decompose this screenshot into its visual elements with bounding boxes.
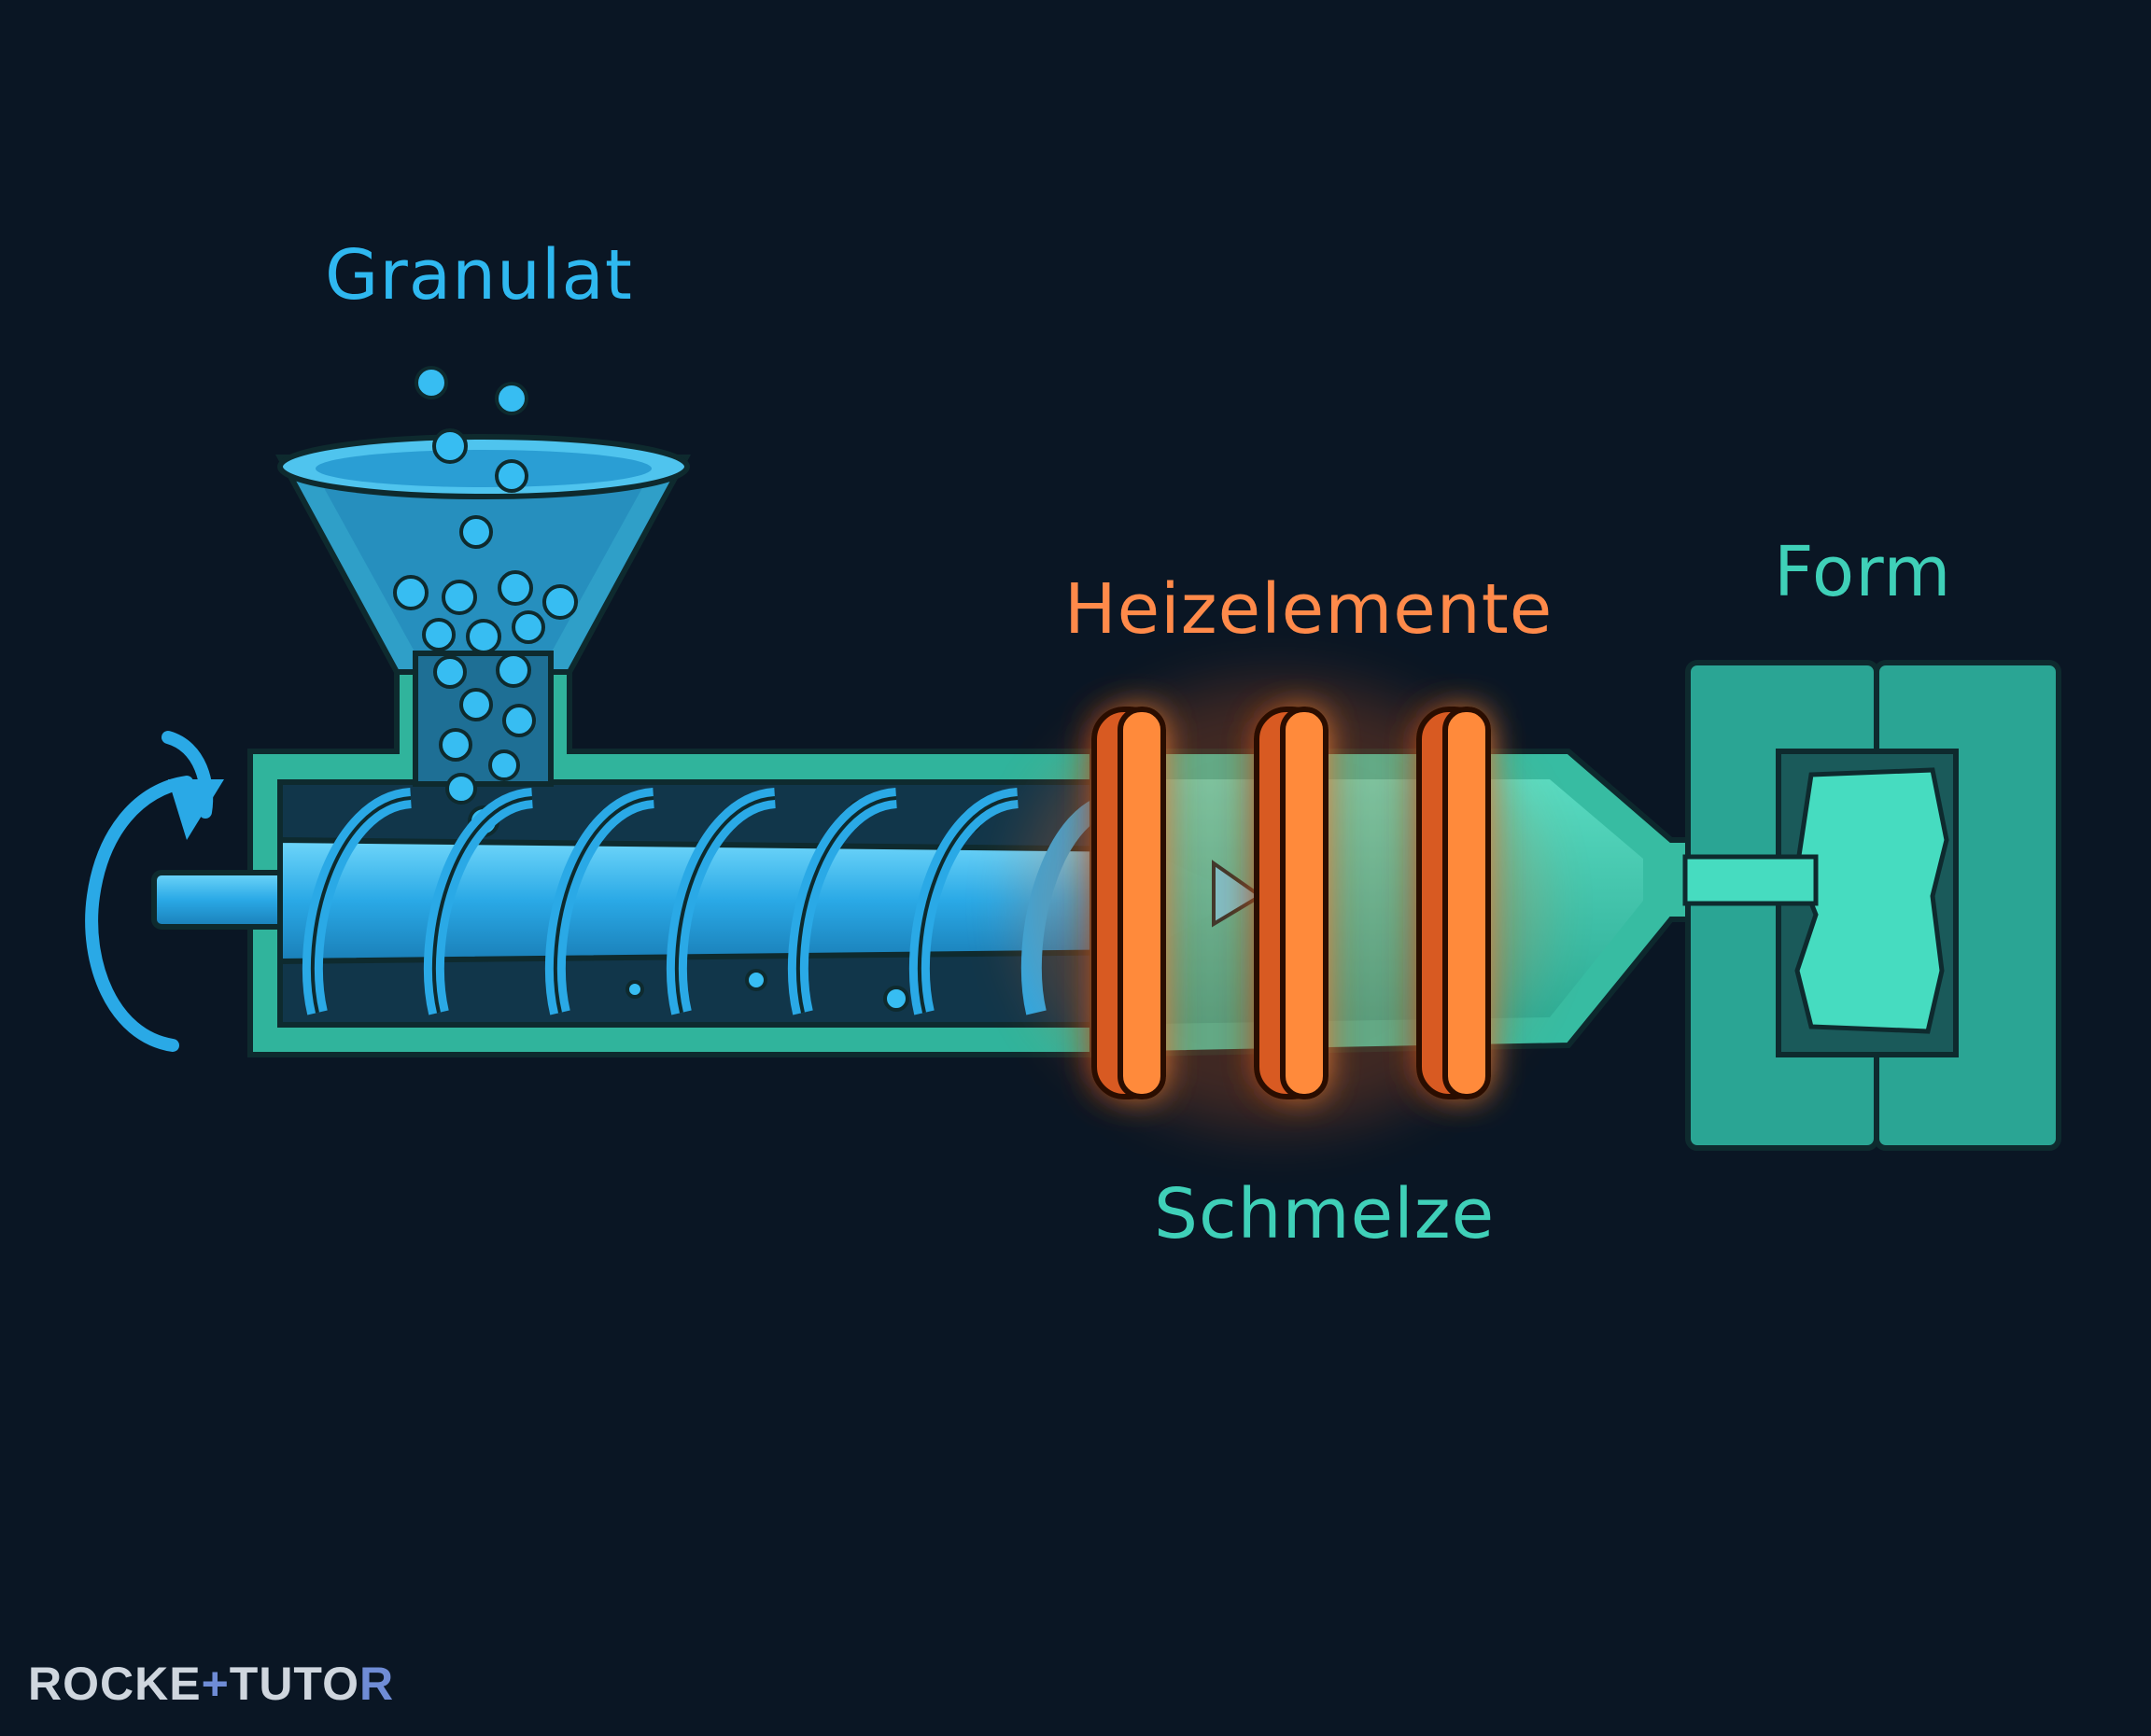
- brand-part-4: R: [358, 1658, 395, 1710]
- mold-icon: [1682, 660, 2061, 1151]
- granulat-label: Granulat: [325, 235, 633, 315]
- brand-part-1: ROCKE: [28, 1658, 202, 1710]
- brand-part-2: +: [201, 1658, 230, 1710]
- heater-band-icon: [1091, 707, 1491, 1099]
- granule-icon: [393, 366, 982, 1012]
- brand-logo: ROCKE+TUTOR: [28, 1657, 394, 1711]
- form-label: Form: [1774, 532, 1952, 612]
- schmelze-label: Schmelze: [1154, 1174, 1496, 1254]
- hopper-icon: [274, 434, 692, 787]
- brand-part-3: TUTO: [229, 1658, 359, 1710]
- rotation-arrow-icon: [85, 731, 224, 1052]
- heizelemente-label: Heizelemente: [1064, 569, 1554, 650]
